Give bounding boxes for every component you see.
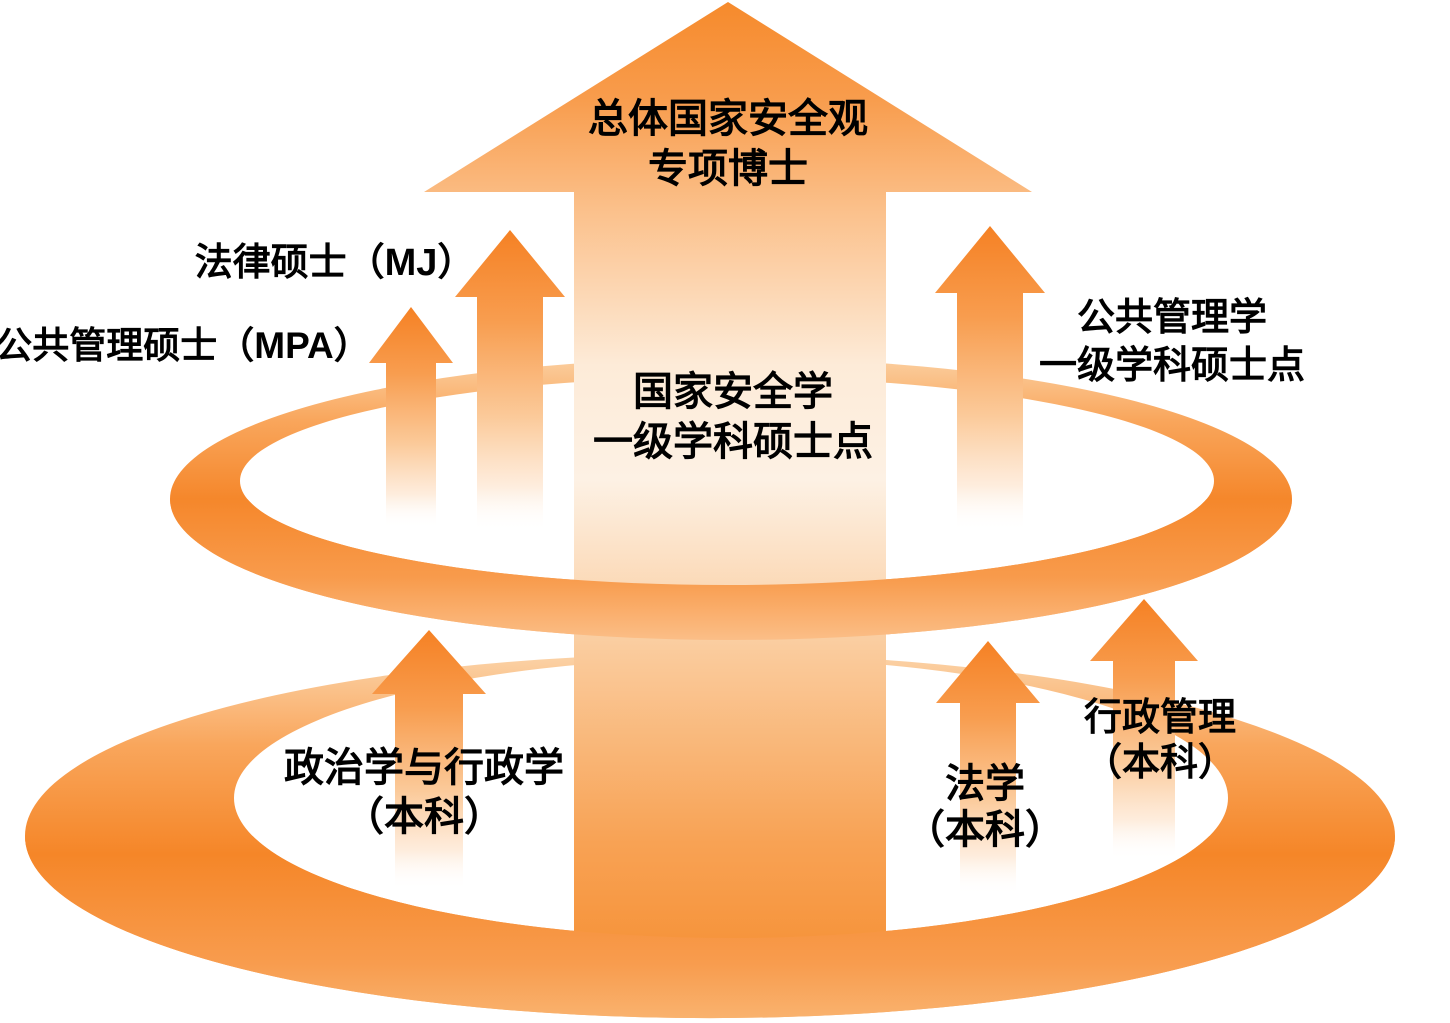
bottom-ring-front — [25, 836, 1395, 1018]
politics-bachelor-label: 政治学与行政学 （本科） — [284, 744, 564, 842]
politics-bachelor-line2: （本科） — [344, 795, 504, 839]
national-security-line1: 国家安全学 — [633, 370, 833, 414]
admin-bachelor-line1: 行政管理 — [1083, 697, 1237, 739]
admin-bachelor-line2: （本科） — [1083, 742, 1237, 784]
middle-ring-front — [170, 499, 1292, 640]
doctorate-line1: 总体国家安全观 — [588, 97, 868, 141]
politics-arrow — [372, 630, 486, 890]
center-arrow — [424, 2, 1032, 958]
public-admin-master-label: 公共管理学 一级学科硕士点 — [1039, 294, 1305, 390]
national-security-line2: 一级学科硕士点 — [593, 420, 873, 464]
law-bachelor-label: 法学 （本科） — [905, 761, 1065, 853]
public-admin-master-line2: 一级学科硕士点 — [1038, 345, 1306, 387]
mpa-arrow — [369, 307, 453, 528]
law-arrow — [936, 641, 1040, 895]
law-bachelor-line1: 法学 — [945, 762, 1025, 806]
public-admin-arrow — [935, 226, 1045, 532]
admin-arrow — [1090, 599, 1198, 860]
mpa-master-label: 公共管理硕士（MPA） — [0, 325, 371, 366]
doctorate-label: 总体国家安全观 专项博士 — [588, 94, 868, 194]
national-security-label: 国家安全学 一级学科硕士点 — [593, 367, 873, 467]
politics-bachelor-line1: 政治学与行政学 — [284, 746, 564, 790]
mj-master-label: 法律硕士（MJ） — [194, 242, 476, 284]
doctorate-line2: 专项博士 — [648, 147, 808, 191]
law-bachelor-line2: （本科） — [905, 808, 1065, 852]
admin-bachelor-label: 行政管理 （本科） — [1084, 696, 1236, 786]
public-admin-master-line1: 公共管理学 — [1076, 297, 1268, 339]
mj-arrow — [455, 230, 565, 532]
